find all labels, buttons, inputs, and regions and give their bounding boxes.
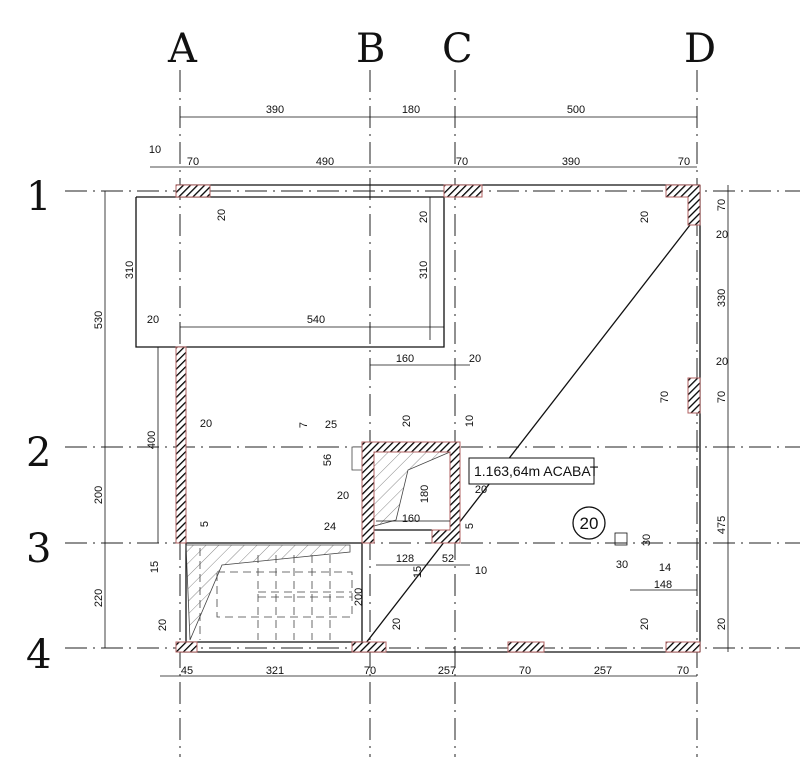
dim-label: 25 (325, 419, 337, 431)
dim-label: 540 (307, 314, 325, 326)
dim-label: 20 (401, 415, 413, 427)
axis-label-b: B (356, 26, 385, 72)
dim-label: 148 (654, 579, 672, 591)
dim-label: 70 (519, 665, 531, 677)
dim-label: 20 (147, 314, 159, 326)
dim-label: 20 (216, 209, 228, 221)
room-outlines (135, 184, 701, 653)
dim-label: 390 (266, 104, 284, 116)
dim-label: 257 (438, 665, 456, 677)
dim-label: 400 (146, 431, 158, 449)
axis-label-d: D (684, 26, 716, 72)
dim-label: 20 (200, 418, 212, 430)
dim-label: 200 (93, 486, 105, 504)
axis-label-4: 4 (26, 632, 51, 678)
axis-label-a: A (167, 26, 198, 72)
dim-label: 490 (316, 156, 334, 168)
dim-label: 56 (322, 454, 334, 466)
dim-label: 70 (187, 156, 199, 168)
dim-label: 10 (149, 144, 161, 156)
dim-label: 7 (298, 422, 310, 428)
dim-label: 310 (418, 261, 430, 279)
dim-label: 310 (124, 261, 136, 279)
dim-label: 30 (641, 534, 653, 546)
dim-label: 70 (364, 665, 376, 677)
dim-label: 45 (181, 665, 193, 677)
dim-label: 390 (562, 156, 580, 168)
dim-label: 70 (716, 391, 728, 403)
dim-label: 160 (402, 513, 420, 525)
axis-label-2: 2 (26, 430, 51, 476)
walls (175, 184, 701, 653)
dim-label: 20 (391, 618, 403, 630)
dim-label: 20 (716, 229, 728, 241)
section-marker: 20 (572, 506, 606, 540)
dim-label: 30 (616, 559, 628, 571)
dim-label: 200 (353, 588, 365, 606)
dim-label: 15 (412, 566, 424, 578)
dim-label: 20 (716, 618, 728, 630)
dim-label: 70 (677, 665, 689, 677)
dim-label: 128 (396, 553, 414, 565)
dimension-lines (104, 116, 729, 677)
dim-label: 5 (199, 521, 211, 527)
level-annotation: 1.163,64m ACABAT (468, 457, 599, 485)
dim-label: 10 (475, 565, 487, 577)
dim-label: 20 (418, 211, 430, 223)
axis-labels: A B C D 1 2 3 4 (26, 26, 716, 678)
dim-label: 500 (567, 104, 585, 116)
dim-label: 10 (464, 415, 476, 427)
dim-label: 20 (469, 353, 481, 365)
dim-label: 24 (324, 521, 336, 533)
axis-label-3: 3 (26, 526, 51, 572)
dim-label: 70 (716, 199, 728, 211)
dim-label: 20 (157, 619, 169, 631)
axis-label-c: C (442, 26, 473, 72)
dim-label: 180 (419, 485, 431, 503)
stair-area (185, 446, 628, 641)
dim-label: 5 (464, 523, 476, 529)
dim-label: 14 (659, 562, 671, 574)
dim-label: 20 (475, 484, 487, 496)
dim-label: 20 (716, 356, 728, 368)
dim-label: 70 (456, 156, 468, 168)
dim-label: 20 (337, 490, 349, 502)
dim-label: 220 (93, 589, 105, 607)
dim-label: 330 (716, 289, 728, 307)
dim-label: 15 (149, 561, 161, 573)
dimension-labels: 390 180 500 10 70 490 70 390 70 20 20 20… (93, 104, 728, 677)
dim-label: 20 (639, 211, 651, 223)
axis-label-1: 1 (26, 174, 51, 220)
dim-label: 180 (402, 104, 420, 116)
column-marker (614, 532, 628, 546)
dim-label: 475 (716, 516, 728, 534)
dim-label: 257 (594, 665, 612, 677)
dim-label: 530 (93, 311, 105, 329)
section-marker-label: 20 (580, 514, 599, 533)
dim-label: 70 (659, 391, 671, 403)
level-label: 1.163,64m ACABAT (474, 463, 599, 479)
dim-label: 160 (396, 353, 414, 365)
dim-label: 321 (266, 665, 284, 677)
dim-label: 52 (442, 553, 454, 565)
dim-label: 70 (678, 156, 690, 168)
dim-label: 20 (639, 618, 651, 630)
